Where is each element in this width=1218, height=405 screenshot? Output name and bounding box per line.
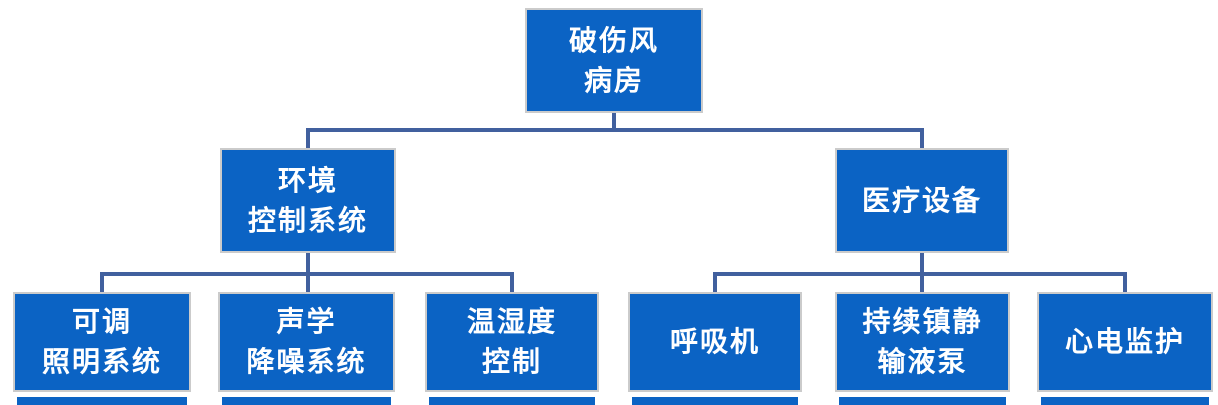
node-ecg-monitoring: 心电监护: [1037, 292, 1213, 392]
node-label-line: 可调: [71, 305, 132, 338]
node-label-line: 呼吸机: [669, 325, 760, 358]
cutoff-strip-lighting: [17, 397, 187, 405]
node-tetanus-ward: 破伤风 病房: [525, 8, 703, 113]
node-label-line: 控制系统: [247, 203, 368, 237]
connector-env-horizontal: [100, 272, 514, 276]
node-label-line: 温湿度: [466, 305, 557, 338]
node-ventilator: 呼吸机: [628, 292, 802, 392]
cutoff-strip-acoustic: [222, 397, 391, 405]
connector-light-drop: [100, 272, 104, 292]
node-label-line: 心电监护: [1064, 325, 1185, 358]
cutoff-strip-pump: [839, 397, 1006, 405]
node-label-line: 破伤风: [568, 23, 659, 57]
node-label-line: 环境: [277, 163, 338, 197]
node-label-line: 降噪系统: [246, 345, 367, 378]
connector-vent-drop: [713, 272, 717, 292]
node-temperature-humidity-control: 温湿度 控制: [425, 292, 599, 392]
cutoff-strip-ecg: [1041, 397, 1209, 405]
connector-env-drop: [306, 128, 310, 148]
node-environment-control-system: 环境 控制系统: [220, 148, 396, 253]
node-label-line: 控制: [481, 345, 542, 378]
node-medical-equipment: 医疗设备: [835, 148, 1009, 253]
connector-level2-horizontal: [306, 128, 924, 132]
node-label-line: 病房: [583, 63, 644, 97]
connector-ecg-drop: [1123, 272, 1127, 292]
node-label-line: 持续镇静: [862, 305, 983, 338]
connector-root-stub: [612, 113, 616, 132]
node-sedation-infusion-pump: 持续镇静 输液泵: [835, 292, 1010, 392]
connector-temp-drop: [510, 272, 514, 292]
node-label-line: 医疗设备: [861, 183, 982, 217]
connector-med-horizontal: [713, 272, 1127, 276]
node-label-line: 照明系统: [41, 345, 162, 378]
cutoff-strip-temp: [429, 397, 595, 405]
node-acoustic-noise-reduction-system: 声学 降噪系统: [218, 292, 395, 392]
node-label-line: 输液泵: [877, 345, 968, 378]
node-adjustable-lighting-system: 可调 照明系统: [13, 292, 191, 392]
node-label-line: 声学: [276, 305, 337, 338]
connector-med-drop: [920, 128, 924, 148]
cutoff-strip-ventilator: [632, 397, 798, 405]
